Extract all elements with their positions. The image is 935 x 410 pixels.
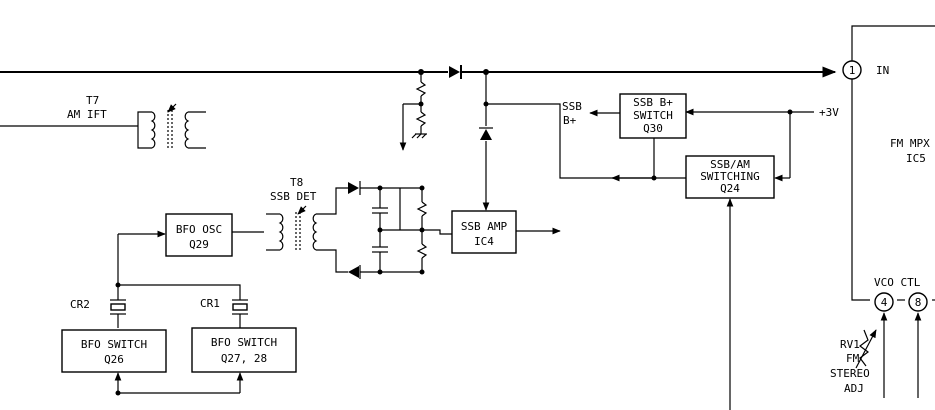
bfo-osc-line2: Q29 bbox=[189, 238, 209, 251]
t8-transformer bbox=[266, 187, 348, 273]
ssb-b-switch-line3: Q30 bbox=[643, 122, 663, 135]
bfo-switch-q27-line2: Q27, 28 bbox=[221, 352, 267, 365]
vco-ctl-label: VCO CTL bbox=[874, 276, 921, 289]
bfo-switch-q27-block bbox=[191, 327, 297, 373]
ssb-b-switch-block bbox=[619, 93, 687, 139]
ssb-b-switch-line2: SWITCH bbox=[633, 109, 673, 122]
bfo-osc-block bbox=[165, 213, 233, 257]
ssb-am-switching-block bbox=[685, 155, 775, 199]
in-pin-circle bbox=[842, 60, 862, 80]
det-diode-top bbox=[348, 181, 422, 195]
rv1-fm-label: FM bbox=[846, 352, 860, 365]
top-resistor-divider bbox=[399, 72, 427, 151]
rv1-potentiometer bbox=[855, 329, 877, 369]
ssb-am-switching-line1: SSB/AM bbox=[710, 158, 750, 171]
t7-ref-label: T7 bbox=[86, 94, 99, 107]
rv1-adj-label: ADJ bbox=[844, 382, 864, 395]
ic5-label: IC5 bbox=[906, 152, 926, 165]
bfo-switch-control-loop bbox=[114, 372, 244, 394]
t7-transformer bbox=[0, 103, 206, 150]
ssb-am-switching-line2: SWITCHING bbox=[700, 170, 760, 183]
ssb-b-switch-line1: SSB B+ bbox=[633, 96, 673, 109]
pin8-circle bbox=[908, 292, 928, 312]
det-capacitors bbox=[372, 188, 422, 272]
ssb-b-plus-label-top: SSB bbox=[562, 100, 582, 113]
ssb-b-plus-label-bottom: B+ bbox=[563, 114, 577, 127]
bfo-switch-q26-line2: Q26 bbox=[104, 353, 124, 366]
cr1-label: CR1 bbox=[200, 297, 220, 310]
crystal-cr1 bbox=[118, 284, 248, 328]
plus-3v-label: +3V bbox=[819, 106, 839, 119]
junction-dot bbox=[418, 101, 424, 107]
top-diode bbox=[449, 65, 462, 79]
ic5-fm-mpx-block: 1 IN FM MPX IC5 VCO CTL 4 8 bbox=[842, 25, 935, 398]
in-label: IN bbox=[876, 64, 889, 77]
rv1-ref-label: RV1 bbox=[840, 338, 860, 351]
cr2-label: CR2 bbox=[70, 298, 90, 311]
ssb-amp-line1: SSB AMP bbox=[461, 220, 508, 233]
ssb-am-switching-line3: Q24 bbox=[720, 182, 740, 195]
det-resistors bbox=[416, 188, 428, 272]
crystal-cr2 bbox=[110, 285, 126, 328]
t7-name-label: AM IFT bbox=[67, 108, 107, 121]
ssb-amp-feed bbox=[479, 72, 493, 211]
rv1-stereo-label: STEREO bbox=[830, 367, 870, 380]
fm-mpx-label: FM MPX bbox=[890, 137, 930, 150]
pin8-number: 8 bbox=[915, 296, 922, 309]
bfo-switch-q26-block bbox=[61, 329, 167, 373]
bfo-switch-q27-line1: BFO SWITCH bbox=[211, 336, 277, 349]
bfo-switch-q26-line1: BFO SWITCH bbox=[81, 338, 147, 351]
ssb-b-plus-wire bbox=[486, 103, 654, 182]
ssb-amp-line2: IC4 bbox=[474, 235, 494, 248]
bfo-osc-line1: BFO OSC bbox=[176, 223, 222, 236]
pin4-number: 4 bbox=[881, 296, 888, 309]
ssb-amp-input bbox=[422, 229, 452, 235]
pin4-circle bbox=[874, 292, 894, 312]
det-diode-bottom bbox=[348, 265, 422, 279]
t8-name-label: SSB DET bbox=[270, 190, 317, 203]
ssb-amp-block bbox=[451, 210, 517, 254]
t8-ref-label: T8 bbox=[290, 176, 303, 189]
junction-dot bbox=[418, 69, 424, 75]
in-pin-number: 1 bbox=[849, 64, 856, 77]
